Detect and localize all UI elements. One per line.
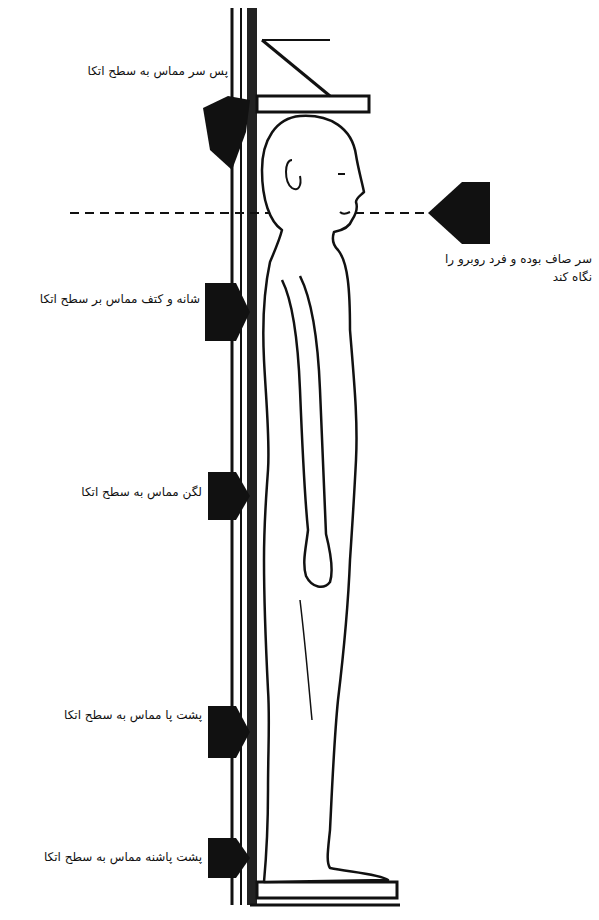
foot-plate: [250, 882, 400, 905]
posture-label: پس سر مماس به سطح اتکا: [88, 62, 228, 80]
sight-line: [70, 212, 428, 214]
pointer-arrows: [203, 96, 490, 878]
posture-label: شانه و کتف مماس بر سطح اتکا: [40, 290, 200, 308]
arrow-head-back: [203, 96, 250, 170]
arrow-pelvis: [208, 472, 250, 520]
posture-label: پشت پا مماس به سطح اتکا: [64, 706, 202, 724]
instruction-note: سر صاف بوده و فرد روبرو را نگاه کند: [422, 250, 592, 286]
arrow-sight: [428, 182, 490, 244]
arrow-shoulder: [205, 283, 250, 341]
posture-label: پشت پاشنه مماس به سطح اتکا: [44, 848, 202, 866]
head-board: [257, 40, 369, 112]
arrow-heel: [208, 838, 250, 878]
posture-label: لگن مماس به سطح اتکا: [81, 483, 202, 501]
arrow-calf: [208, 706, 250, 758]
person-figure: [262, 116, 388, 882]
